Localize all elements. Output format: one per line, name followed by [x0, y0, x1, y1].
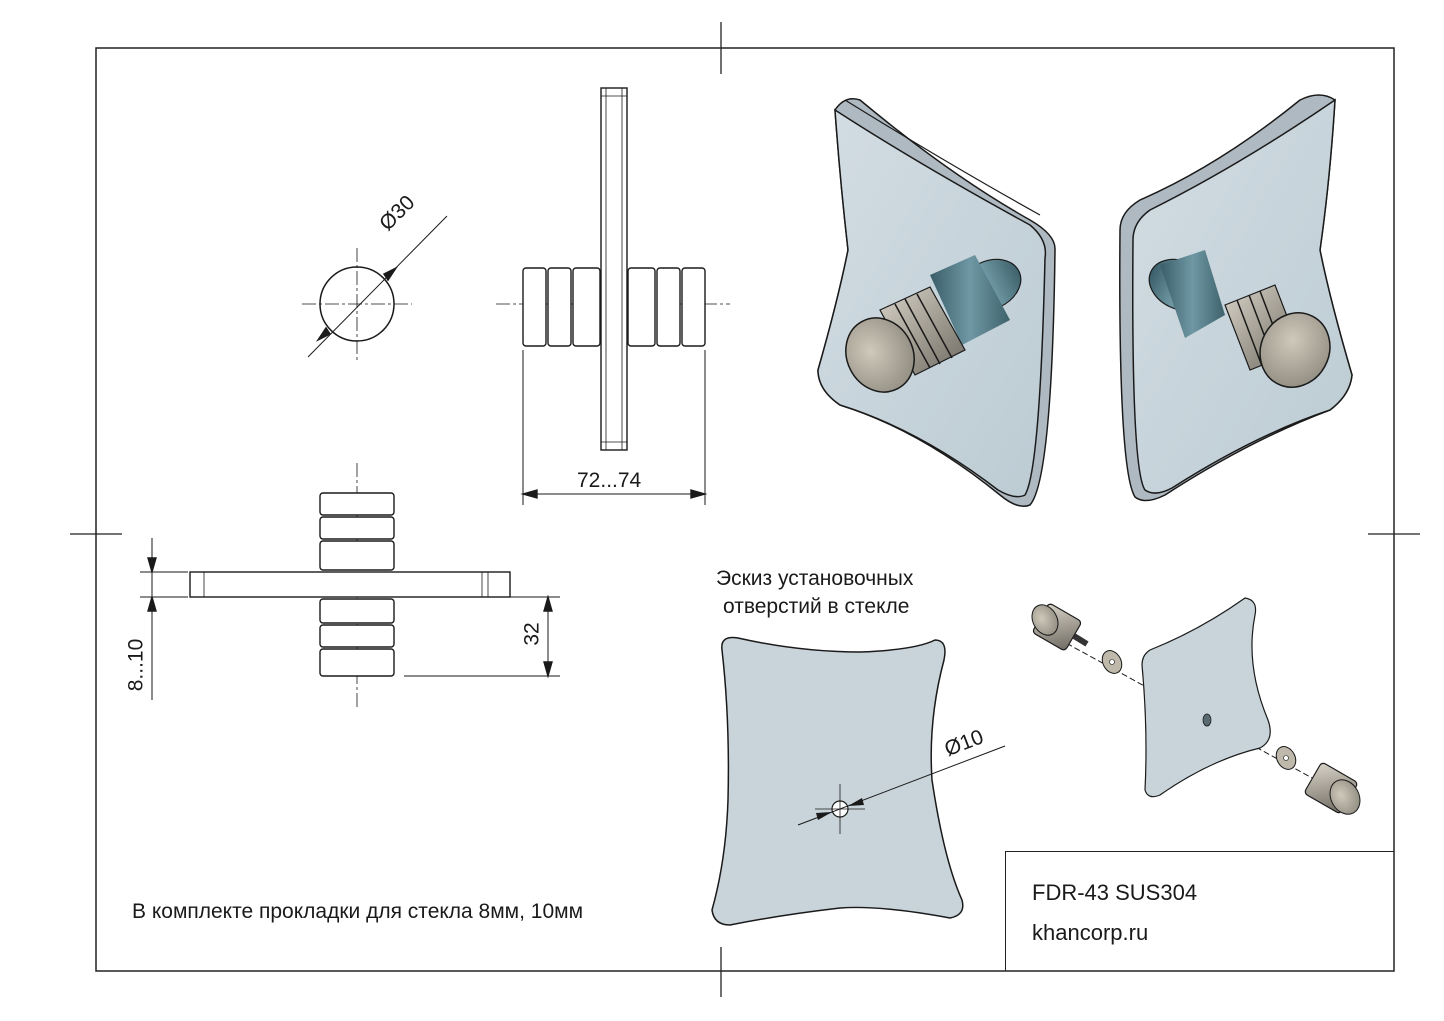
side-view-top: [496, 87, 730, 505]
kit-note: В комплекте прокладки для стекла 8мм, 10…: [132, 900, 584, 923]
exploded-assembly: [1031, 597, 1361, 815]
side-view-bottom: [140, 463, 560, 707]
hole-sketch: [711, 636, 1006, 926]
frame-center-marks: [70, 22, 1420, 997]
dimension-knob-length: 32: [520, 622, 544, 646]
title-block: FDR-43 SUS304 khancorp.ru: [1005, 851, 1394, 971]
drawing-frame: [95, 47, 1395, 972]
render-glass-left: [817, 98, 1056, 507]
sketch-caption-line2: отверстий в стекле: [723, 595, 910, 618]
front-view-knob: [302, 215, 448, 360]
model-name: FDR-43 SUS304: [1032, 880, 1198, 905]
sketch-caption-line1: Эскиз установочных: [716, 567, 914, 590]
website: khancorp.ru: [1032, 920, 1149, 945]
render-glass-right: [1119, 94, 1353, 502]
dimension-glass-thickness: 8...10: [124, 638, 148, 692]
dimension-total-length: 72...74: [577, 469, 642, 492]
